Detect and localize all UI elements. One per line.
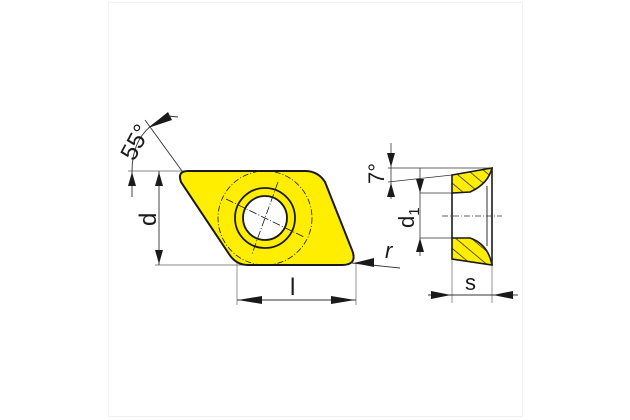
s-arrow-right — [493, 291, 513, 299]
clearance-arrow-top — [387, 153, 395, 167]
d1-label: d1 — [394, 207, 423, 228]
angle-arrow — [148, 112, 172, 128]
d-arrow-bottom — [155, 250, 163, 264]
l-label: l — [290, 274, 295, 301]
clearance-angle-label: 7° — [364, 163, 389, 184]
center-line-a — [225, 198, 305, 238]
r-label: r — [385, 238, 394, 263]
d-arrow-outer — [128, 172, 136, 186]
d-label: d — [135, 213, 162, 226]
r-arrow — [354, 258, 374, 267]
section-bottom — [451, 237, 493, 266]
clearance-arrow-bottom — [387, 183, 395, 197]
d1-arrow-top — [416, 179, 424, 193]
inscribed-circle — [217, 170, 313, 266]
side-view: 7° d1 s — [364, 143, 518, 303]
s-arrow-left — [431, 291, 451, 299]
top-view: 55° d l r — [115, 112, 401, 305]
d1-arrow-bottom — [416, 238, 424, 252]
d-arrow-top — [155, 172, 163, 186]
s-label: s — [465, 270, 476, 295]
l-arrow-left — [238, 296, 262, 304]
angle-extension-line — [144, 119, 183, 172]
l-arrow-right — [331, 296, 355, 304]
section-top — [451, 166, 494, 194]
